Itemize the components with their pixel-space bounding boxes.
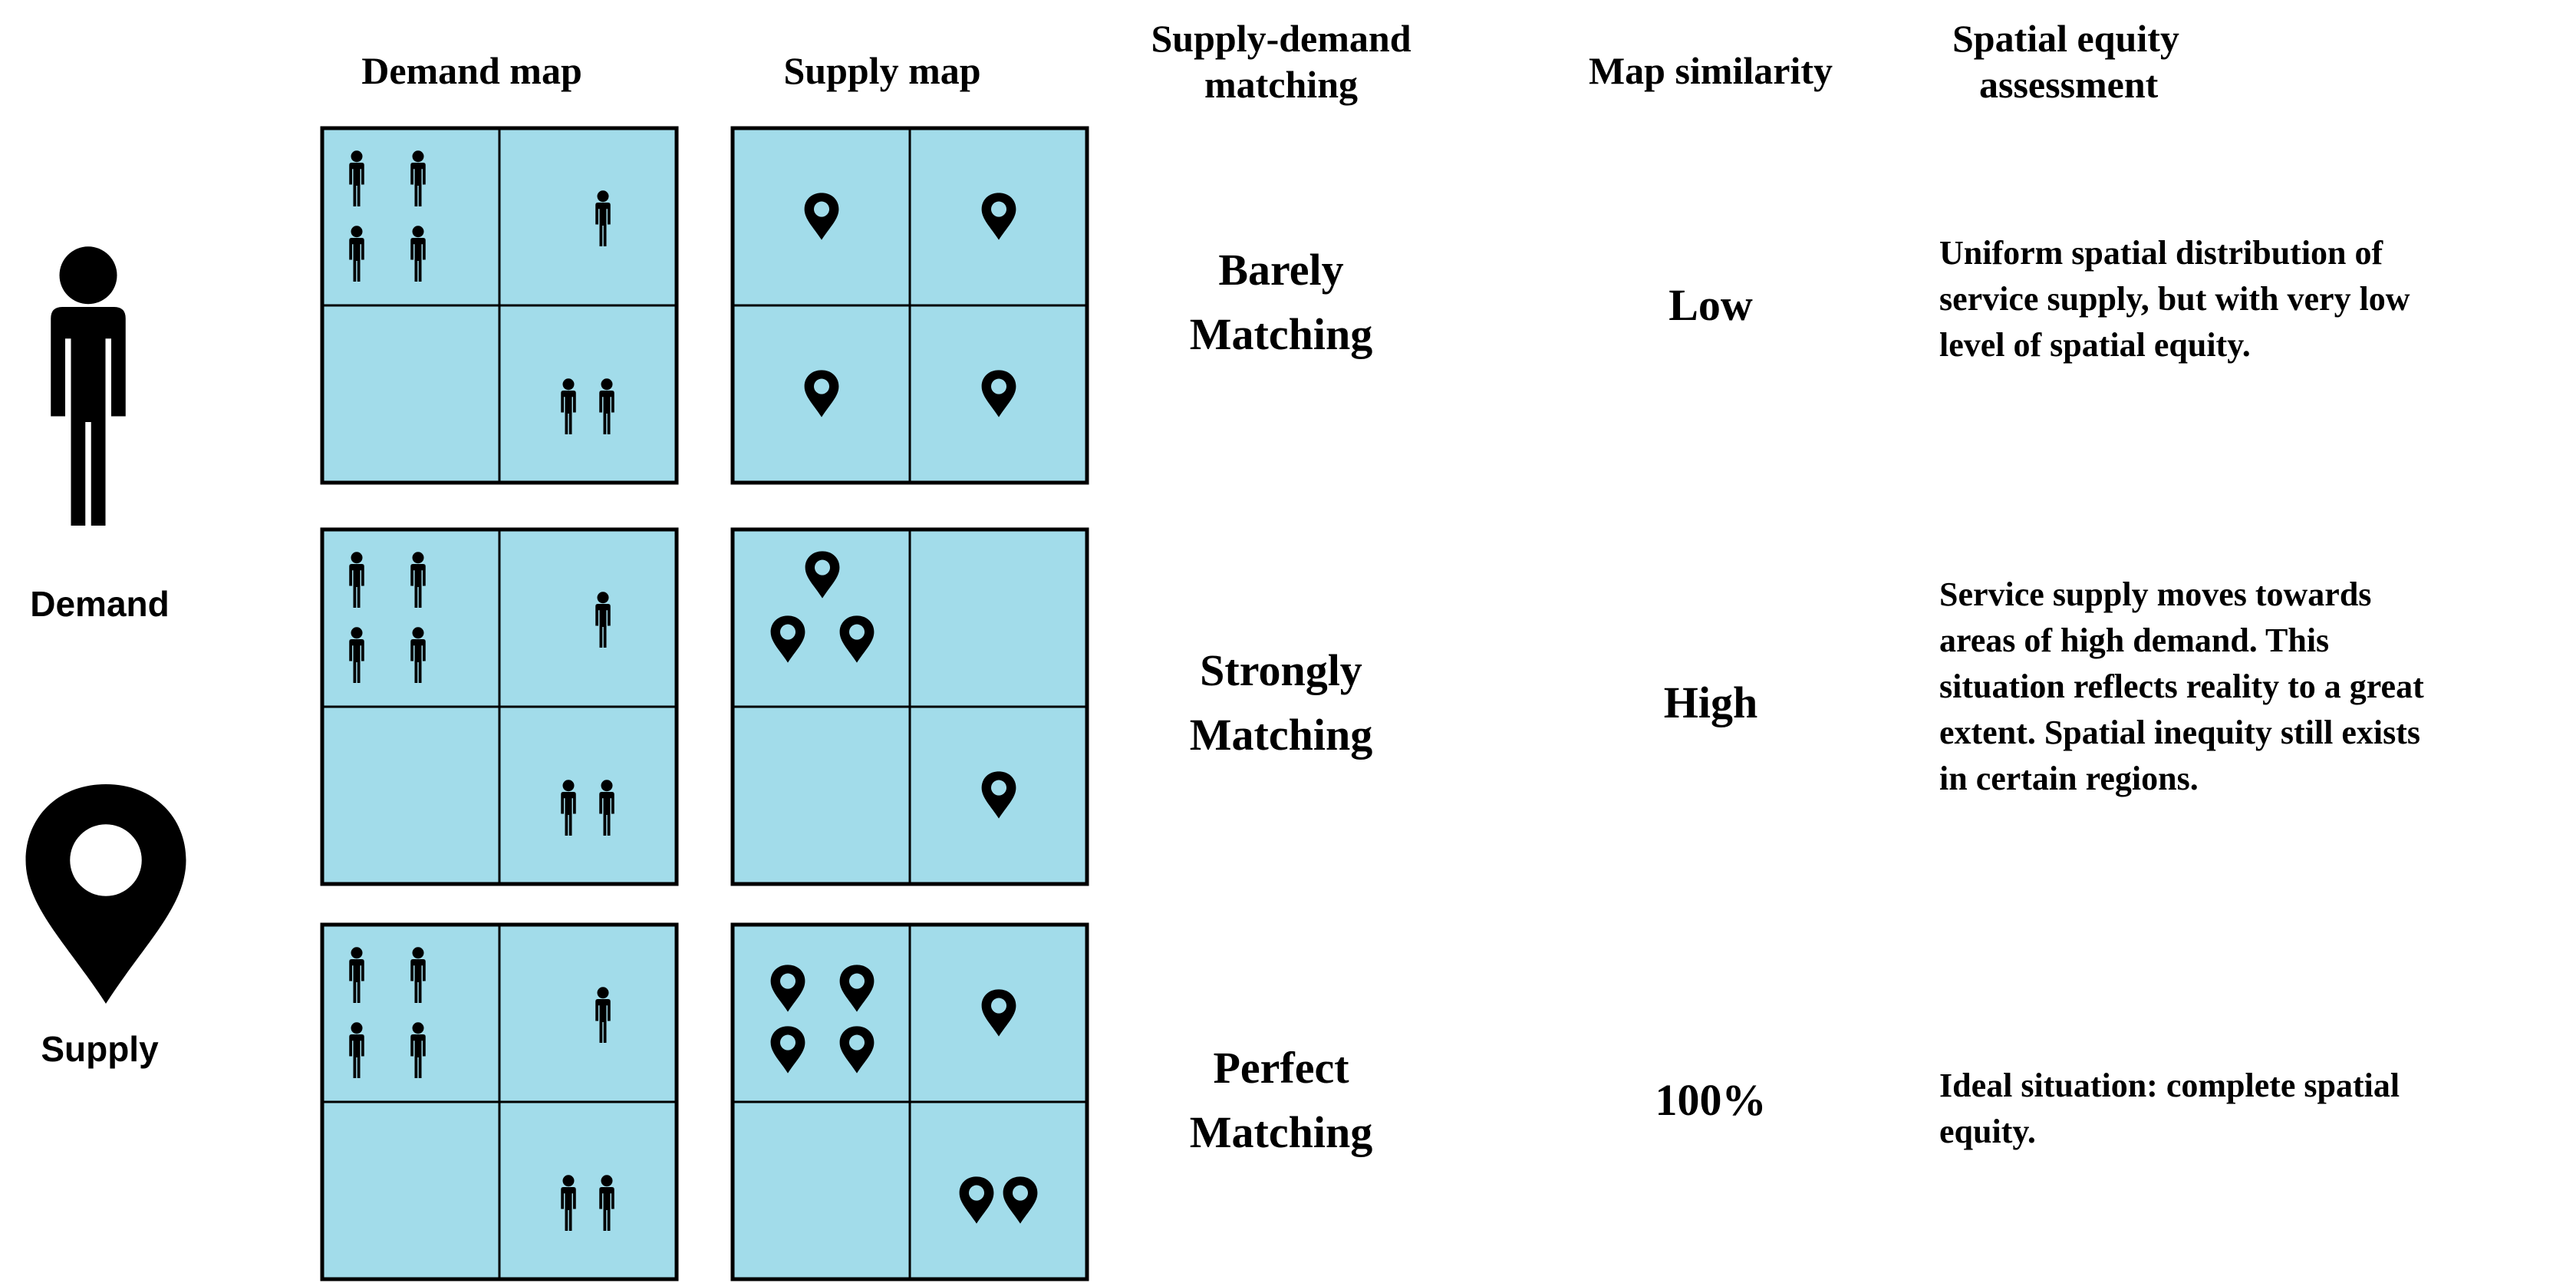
header-similarity-text: Map similarity <box>1588 49 1833 92</box>
row-2-similarity: High <box>1534 671 1887 735</box>
row-1-assessment: Uniform spatial distribution of service … <box>1939 230 2561 368</box>
row-1-matching: Barely Matching <box>1128 238 1435 367</box>
row-3-similarity: 100% <box>1534 1068 1887 1133</box>
row-2-assessment: Service supply moves towards areas of hi… <box>1939 572 2561 802</box>
header-demand-map: Demand map <box>322 48 621 94</box>
row-1-similarity: Low <box>1534 273 1887 338</box>
row-1-matching-line-2: Matching <box>1189 309 1373 359</box>
header-matching: Supply-demand matching <box>1128 15 1435 107</box>
header-demand-map-text: Demand map <box>361 49 582 92</box>
header-matching-line-1: Supply-demand <box>1151 17 1412 60</box>
row-1-assessment-line-2: service supply, but with very low <box>1939 280 2410 318</box>
row-3-matching-line-2: Matching <box>1189 1107 1373 1157</box>
header-supply-map-text: Supply map <box>783 49 981 92</box>
row-3-assessment: Ideal situation: complete spatial equity… <box>1939 1063 2561 1155</box>
row-3-similarity-value: 100% <box>1655 1075 1767 1125</box>
row-3-assessment-line-1: Ideal situation: complete spatial <box>1939 1067 2400 1104</box>
row-2-assessment-line-5: in certain regions. <box>1939 760 2199 797</box>
legend-demand-label: Demand <box>30 584 170 624</box>
supply-map-row-1 <box>730 126 1089 485</box>
row-3-matching-line-1: Perfect <box>1213 1043 1349 1093</box>
header-matching-line-2: matching <box>1204 63 1358 106</box>
row-2-matching-line-1: Strongly <box>1200 645 1362 695</box>
map-pin-icon <box>25 784 186 1004</box>
header-equity-line-2: assessment <box>1979 63 2159 106</box>
supply-map-row-3 <box>730 922 1089 1281</box>
row-1-assessment-line-3: level of spatial equity. <box>1939 326 2251 364</box>
row-2-assessment-line-4: extent. Spatial inequity still exists <box>1939 714 2421 751</box>
row-2-matching-line-2: Matching <box>1189 710 1373 760</box>
demand-map-row-1 <box>320 126 679 485</box>
row-3-assessment-line-2: equity. <box>1939 1113 2036 1150</box>
header-similarity: Map similarity <box>1534 48 1887 94</box>
header-equity: Spatial equity assessment <box>1918 15 2286 107</box>
header-equity-line-1: Spatial equity <box>1952 17 2179 60</box>
demand-map-row-3 <box>320 922 679 1281</box>
legend <box>25 246 186 1004</box>
legend-supply-label: Supply <box>41 1029 159 1069</box>
row-3-matching: Perfect Matching <box>1128 1036 1435 1165</box>
row-2-assessment-line-1: Service supply moves towards <box>1939 576 2372 613</box>
row-1-assessment-line-1: Uniform spatial distribution of <box>1939 234 2383 272</box>
row-2-assessment-line-3: situation reflects reality to a great <box>1939 668 2424 705</box>
person-icon <box>51 246 126 526</box>
demand-map-row-2 <box>320 527 679 886</box>
header-supply-map: Supply map <box>733 48 1032 94</box>
row-2-similarity-value: High <box>1663 678 1758 727</box>
row-1-matching-line-1: Barely <box>1218 245 1344 295</box>
row-2-assessment-line-2: areas of high demand. This <box>1939 622 2330 659</box>
row-1-similarity-value: Low <box>1668 280 1753 330</box>
row-2-matching: Strongly Matching <box>1128 638 1435 767</box>
supply-map-row-2 <box>730 527 1089 886</box>
maps-group <box>320 126 1089 1281</box>
